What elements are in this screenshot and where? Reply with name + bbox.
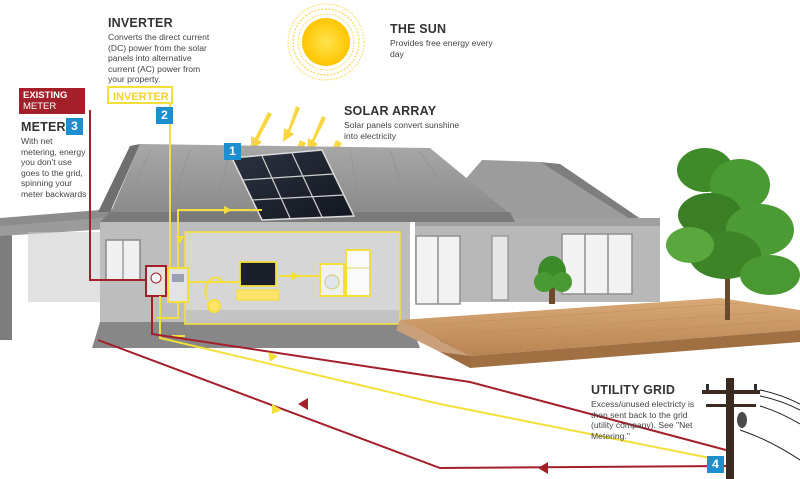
utility-grid-label: UTILITY GRID Excess/unused electricty is… xyxy=(591,383,709,441)
inverter-box xyxy=(167,267,189,303)
step-2-badge: 2 xyxy=(156,107,173,124)
meter-description: With net metering, energy you don't use … xyxy=(21,136,87,199)
trees xyxy=(534,148,800,320)
appliances xyxy=(204,249,371,313)
utility-grid-description: Excess/unused electricty is then sent ba… xyxy=(591,399,695,441)
meter-box xyxy=(145,265,167,297)
solar-panels xyxy=(230,149,356,221)
inverter-description: Converts the direct current (DC) power f… xyxy=(108,32,210,84)
sun-icon xyxy=(287,3,365,81)
step-3-badge: 3 xyxy=(66,118,83,135)
inverter-label: INVERTER Converts the direct current (DC… xyxy=(108,16,218,85)
existing-meter-tag: EXISTING METER xyxy=(19,88,85,114)
step-4-badge: 4 xyxy=(707,456,724,473)
inverter-tag: INVERTER xyxy=(107,86,173,104)
meter-label: METER With net metering, energy you don'… xyxy=(21,120,87,199)
meter-title: METER xyxy=(21,120,66,134)
existing-meter-line-2: METER xyxy=(23,101,57,112)
utility-pole xyxy=(702,378,800,479)
sun-label: THE SUN Provides free energy every day xyxy=(390,22,500,59)
existing-meter-line-1: EXISTING xyxy=(23,90,68,101)
solar-array-title: SOLAR ARRAY xyxy=(344,104,437,118)
solar-array-label: SOLAR ARRAY Solar panels convert sunshin… xyxy=(344,104,464,141)
sun-description: Provides free energy every day xyxy=(390,38,493,59)
flow-arrows-icon xyxy=(176,206,548,474)
utility-grid-title: UTILITY GRID xyxy=(591,383,676,397)
deck xyxy=(396,298,800,368)
shrub xyxy=(534,256,572,304)
solar-array-description: Solar panels convert sunshine into elect… xyxy=(344,120,460,141)
carport xyxy=(0,208,125,340)
step-1-badge: 1 xyxy=(224,143,241,160)
grid-wiring xyxy=(89,110,727,470)
inverter-title: INVERTER xyxy=(108,16,173,30)
sun-title: THE SUN xyxy=(390,22,447,36)
